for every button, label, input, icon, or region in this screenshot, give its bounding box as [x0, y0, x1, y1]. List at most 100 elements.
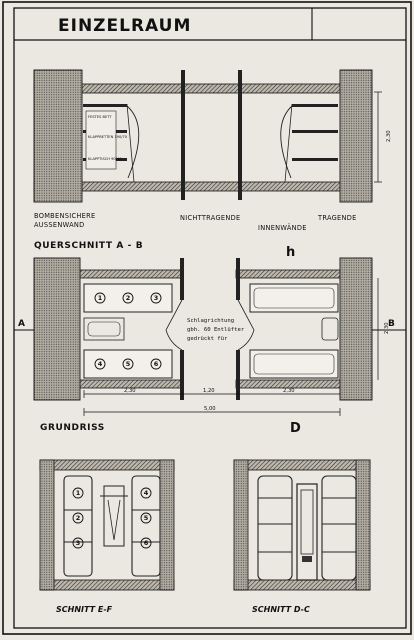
ef-bunk-column-left	[63, 475, 93, 577]
bearing-wall-right	[339, 69, 373, 203]
ef-number-3: 3	[76, 539, 81, 547]
ef-circle-5	[140, 512, 152, 524]
dc-bunk-frame-left	[257, 475, 293, 581]
dc-bunk-frame-right	[321, 475, 357, 581]
bed-label-box	[85, 110, 117, 170]
plan-partition-upper-right	[236, 258, 240, 300]
dim-left: 2,30	[124, 388, 136, 394]
section-ab-caption: QUERSCHNITT A - B	[34, 241, 143, 251]
plan-table-right	[321, 317, 339, 341]
plan-table-inner-left	[87, 321, 121, 337]
bunk-mid-right	[292, 130, 338, 133]
plan-bearing-wall-right	[339, 257, 373, 401]
bed-circle-1	[94, 292, 106, 304]
folding-arc-right	[280, 105, 293, 179]
partition-wall-1	[181, 70, 185, 200]
ef-ceiling	[39, 459, 175, 471]
bed-number-3: 3	[154, 294, 159, 302]
ef-circle-4	[140, 487, 152, 499]
bed-label-fixed: FESTES BETT	[88, 115, 112, 119]
outer-wall-label-2: AUSSENWAND	[34, 221, 85, 229]
plan-table-left	[83, 317, 125, 341]
section-marker-h: h	[286, 245, 295, 260]
ef-bunk-column-right	[131, 475, 161, 577]
bed-label-table: KLAPPTISCH 90/40	[88, 157, 122, 161]
plan-caption: GRUNDRISS	[40, 423, 105, 433]
bed-label-folding: KLAPPBETTEN 190/70	[88, 135, 128, 139]
bed-circle-5	[122, 358, 134, 370]
bunk-plan-inner-upper-right	[253, 287, 335, 309]
ef-wall-right	[159, 459, 175, 591]
dc-wall-left	[233, 459, 249, 591]
bed-number-5: 5	[126, 360, 131, 368]
bed-number-2: 2	[126, 294, 131, 302]
ef-number-2: 2	[76, 514, 81, 522]
ef-number-6: 6	[144, 539, 149, 547]
bunk-support-right	[284, 103, 293, 183]
plan-partition-upper-left	[180, 258, 184, 300]
section-marker-d: D	[290, 421, 301, 436]
dim-mid: 1,20	[203, 388, 215, 394]
door-note-line-1: Schlagrichtung	[187, 318, 234, 324]
door-note-line-3: gedrückt für	[187, 336, 228, 342]
bunk-plan-lower-right	[249, 349, 339, 379]
bunk-top-right	[292, 104, 338, 107]
plan-partition-lower-left	[180, 350, 184, 400]
bed-circle-4	[94, 358, 106, 370]
outer-wall-label-1: BOMBENSICHERE	[34, 212, 95, 220]
dc-ceiling	[233, 459, 371, 471]
bunk-plan-upper-left	[83, 283, 173, 313]
bed-number-4: 4	[98, 360, 103, 368]
bed-circle-3	[150, 292, 162, 304]
section-marker-a: A	[18, 319, 26, 329]
dc-door-handle	[302, 556, 312, 562]
bed-number-6: 6	[154, 360, 159, 368]
section-ef-caption: SCHNITT E-F	[56, 605, 113, 614]
plan-outer-wall-left	[33, 257, 81, 401]
ef-circle-6	[140, 537, 152, 549]
ef-number-5: 5	[144, 514, 149, 522]
bed-number-1: 1	[98, 294, 103, 302]
dim-total: 5,00	[204, 406, 216, 412]
bed-circle-6	[150, 358, 162, 370]
plan-partition-lower-right	[236, 350, 240, 400]
bearing-wall-label-2: INNENWÄNDE	[258, 223, 307, 232]
drawing-title: EINZELRAUM	[58, 16, 191, 36]
ef-table-leg	[107, 499, 121, 541]
dc-door-panel	[300, 489, 314, 555]
partition-wall-2	[238, 70, 242, 200]
folding-arc-left	[126, 105, 140, 179]
ef-number-4: 4	[144, 489, 149, 497]
dim-right: 2,30	[283, 388, 295, 394]
ef-circle-2	[72, 512, 84, 524]
depth-dimension: 2,30	[384, 322, 390, 334]
bed-circle-2	[122, 292, 134, 304]
cross-section-ab: FESTES BETT KLAPPBETTEN 190/70 KLAPPTISC…	[33, 69, 392, 260]
ef-wall-left	[39, 459, 55, 591]
floor-slab	[33, 181, 373, 192]
section-ef: 1 2 3 4 5 6 SCHNITT E-F	[39, 459, 175, 614]
ceiling-slab	[33, 83, 373, 94]
inner-frame	[13, 7, 407, 629]
dc-floor	[233, 579, 371, 591]
section-dc-caption: SCHNITT D-C	[252, 605, 310, 614]
bunk-support-left	[126, 103, 135, 183]
dc-wall-right	[355, 459, 371, 591]
bunk-plan-upper-right	[249, 283, 339, 313]
floor-plan: 1 2 3 4 5 6 Schlagrichtung gbh. 60 Entlü…	[14, 257, 406, 436]
bunk-low-right	[292, 158, 338, 161]
door-swing-left	[165, 299, 183, 351]
ef-circle-3	[72, 537, 84, 549]
section-dc: SCHNITT D-C	[233, 459, 371, 614]
height-dimension: 2,30	[386, 130, 392, 142]
bearing-wall-label-1: TRAGENDE	[317, 214, 357, 222]
bunk-top-left	[83, 104, 127, 107]
door-note-line-2: gbh. 60 Entlüfter	[187, 327, 245, 333]
bunk-plan-inner-lower-right	[253, 353, 335, 375]
dc-door	[296, 483, 318, 581]
bunk-plan-lower-left	[83, 349, 173, 379]
nonbearing-wall-label: NICHTTRAGENDE	[180, 214, 240, 222]
